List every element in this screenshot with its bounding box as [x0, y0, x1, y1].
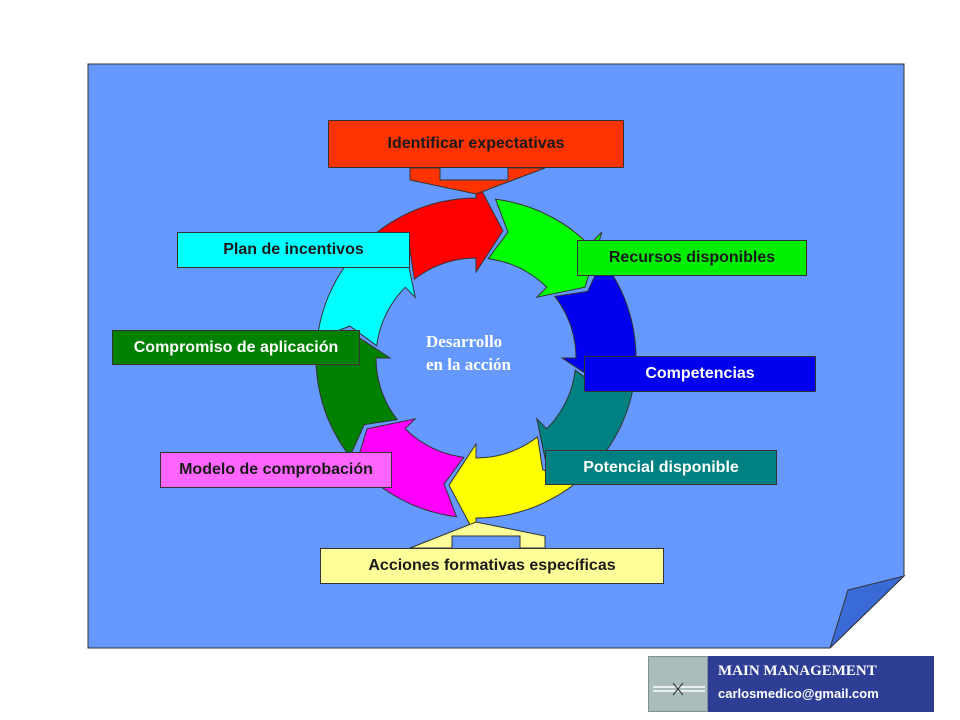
- cycle-arrow-identificar: [376, 179, 504, 281]
- brand-name: MAIN MANAGEMENT: [718, 663, 877, 679]
- label-identificar-expectativas: Identificar expectativas: [328, 120, 624, 168]
- label-modelo-comprobacion: Modelo de comprobación: [160, 452, 392, 488]
- center-line-1: Desarrollo: [426, 332, 503, 351]
- center-line-2: en la acción: [426, 355, 511, 374]
- label-plan-incentivos: Plan de incentivos: [177, 232, 410, 268]
- cycle-arrow-modelo: [349, 417, 465, 518]
- connector-icon: [653, 682, 705, 696]
- label-potencial-disponible: Potencial disponible: [545, 450, 777, 485]
- label-compromiso-aplicacion: Compromiso de aplicación: [112, 330, 360, 365]
- label-competencias: Competencias: [584, 356, 816, 392]
- center-label: Desarrollo en la acción: [426, 330, 511, 376]
- cycle-arrow-competencias: [553, 258, 655, 386]
- label-acciones-formativas: Acciones formativas específicas: [320, 548, 664, 584]
- cycle-arrow-recursos: [487, 198, 603, 299]
- contact-email: carlosmedico@gmail.com: [718, 686, 879, 701]
- label-recursos-disponibles: Recursos disponibles: [577, 240, 807, 276]
- footer-brand-panel: MAIN MANAGEMENT carlosmedico@gmail.com: [708, 656, 934, 712]
- connector-arrow-top: [409, 167, 546, 195]
- page-curl: [829, 575, 906, 649]
- footer-badge: MAIN MANAGEMENT carlosmedico@gmail.com: [648, 656, 934, 712]
- cycle-arrow-acciones: [448, 435, 576, 537]
- footer-logo-panel: [648, 656, 708, 712]
